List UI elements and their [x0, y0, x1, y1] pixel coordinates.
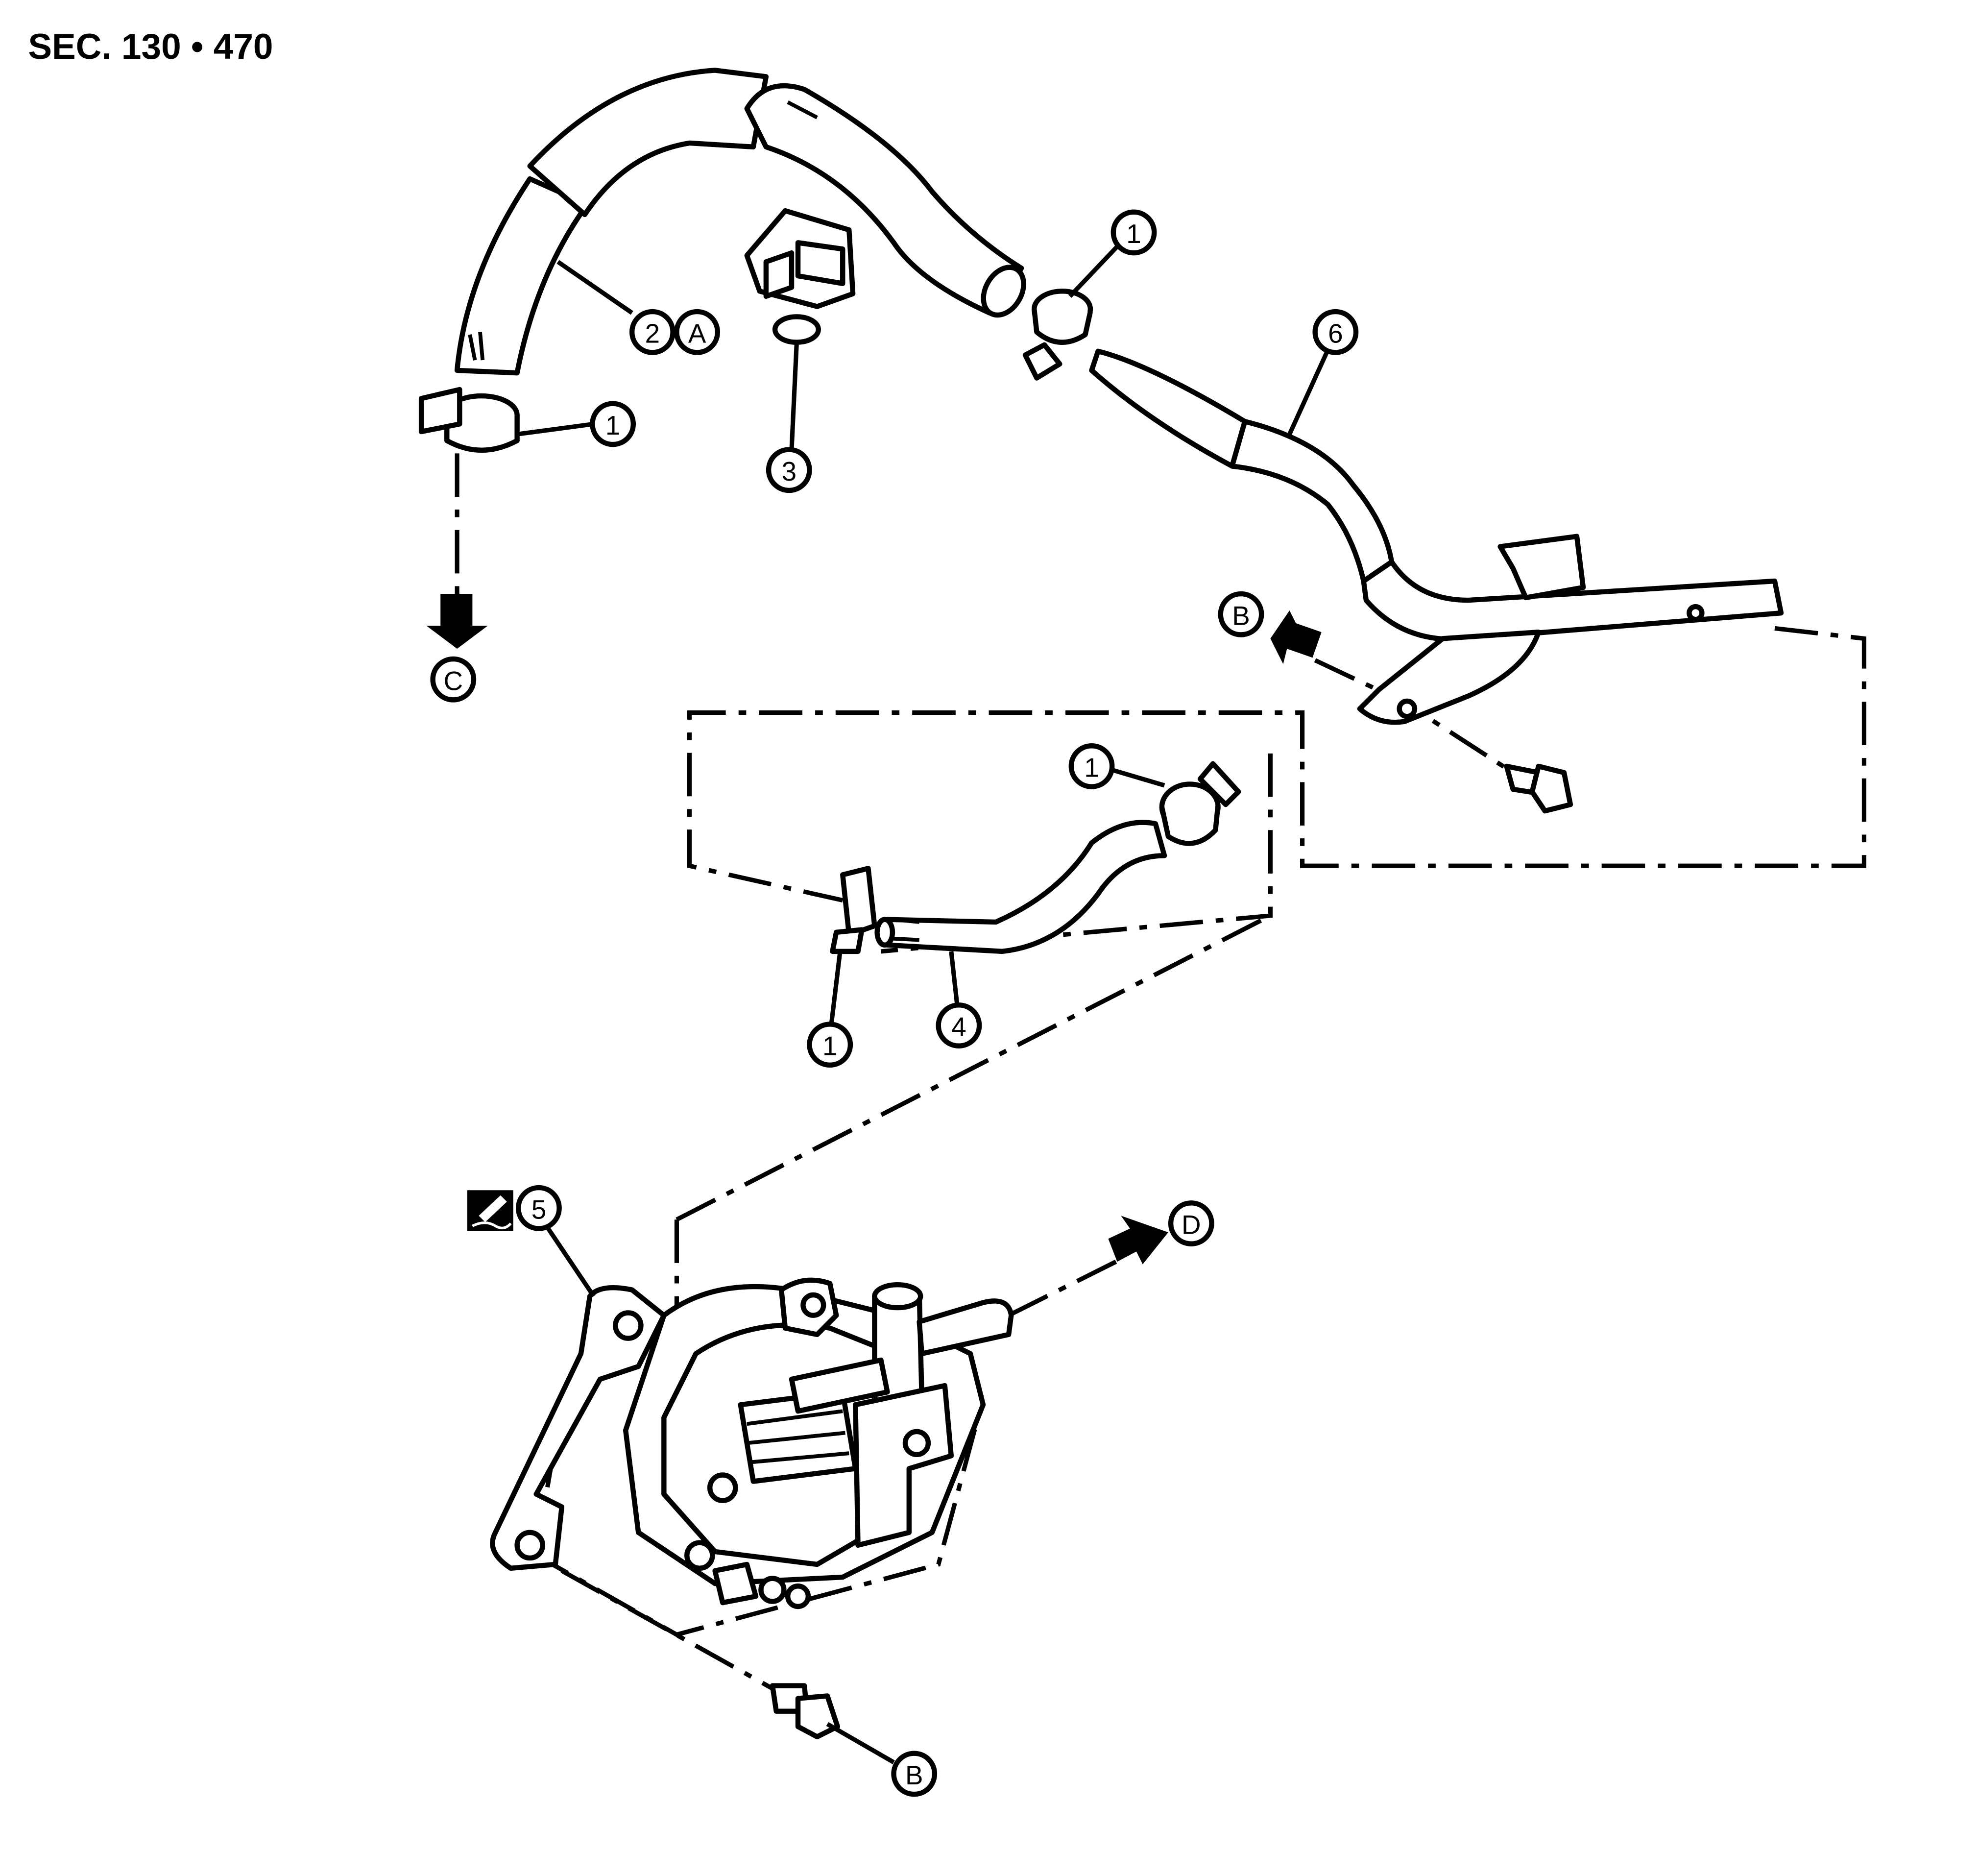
callout-clamp-1: 1 — [807, 1022, 853, 1068]
hose-4 — [874, 820, 1167, 954]
callout-ref-a: A — [674, 309, 721, 355]
direction-arrow-icon — [426, 594, 488, 649]
callout-ref-b: B — [1218, 591, 1264, 637]
svg-text:B: B — [1232, 600, 1250, 631]
callout-tube-6: 6 — [1312, 309, 1359, 355]
callout-sensor-3: 3 — [766, 447, 812, 493]
svg-text:B: B — [905, 1760, 923, 1790]
svg-text:C: C — [444, 665, 463, 696]
callout-ref-d: D — [1168, 1200, 1214, 1246]
sealant-icon — [467, 1190, 513, 1231]
svg-text:1: 1 — [822, 1031, 837, 1061]
callout-clamp-1: 1 — [590, 401, 636, 447]
callout-ref-b: B — [891, 1751, 938, 1797]
svg-text:4: 4 — [951, 1012, 966, 1042]
direction-arrow-icon — [1270, 610, 1322, 664]
pump-5 — [490, 1277, 1014, 1609]
hose-clamp — [418, 387, 520, 453]
callout-pump-5: 5 — [516, 1185, 562, 1231]
bolt — [1504, 763, 1573, 814]
leader-lines — [517, 244, 1330, 1764]
section-title: SEC. 130 • 470 — [28, 27, 273, 67]
hose-2 — [454, 68, 1026, 376]
tube-6 — [1089, 348, 1784, 725]
svg-text:3: 3 — [782, 456, 796, 487]
svg-text:D: D — [1182, 1210, 1201, 1240]
callout-hose-2: 2 — [629, 309, 676, 355]
callout-clamp-1: 1 — [1068, 743, 1115, 789]
bolt — [770, 1683, 841, 1740]
svg-text:6: 6 — [1328, 318, 1343, 348]
callout-ref-c: C — [430, 656, 477, 703]
svg-text:2: 2 — [645, 318, 660, 348]
svg-text:1: 1 — [1126, 219, 1141, 249]
sensor-3 — [744, 208, 856, 345]
callout-clamp-1: 1 — [1110, 209, 1157, 256]
hose-clamp — [830, 866, 877, 954]
svg-text:1: 1 — [605, 410, 620, 440]
svg-text:A: A — [688, 318, 706, 348]
svg-text:1: 1 — [1084, 753, 1099, 783]
callout-hose-4: 4 — [936, 1002, 982, 1048]
hose-clamp — [1022, 289, 1093, 381]
hose-clamp — [1159, 761, 1241, 846]
direction-arrow-icon — [1108, 1216, 1168, 1265]
svg-text:5: 5 — [531, 1194, 546, 1224]
